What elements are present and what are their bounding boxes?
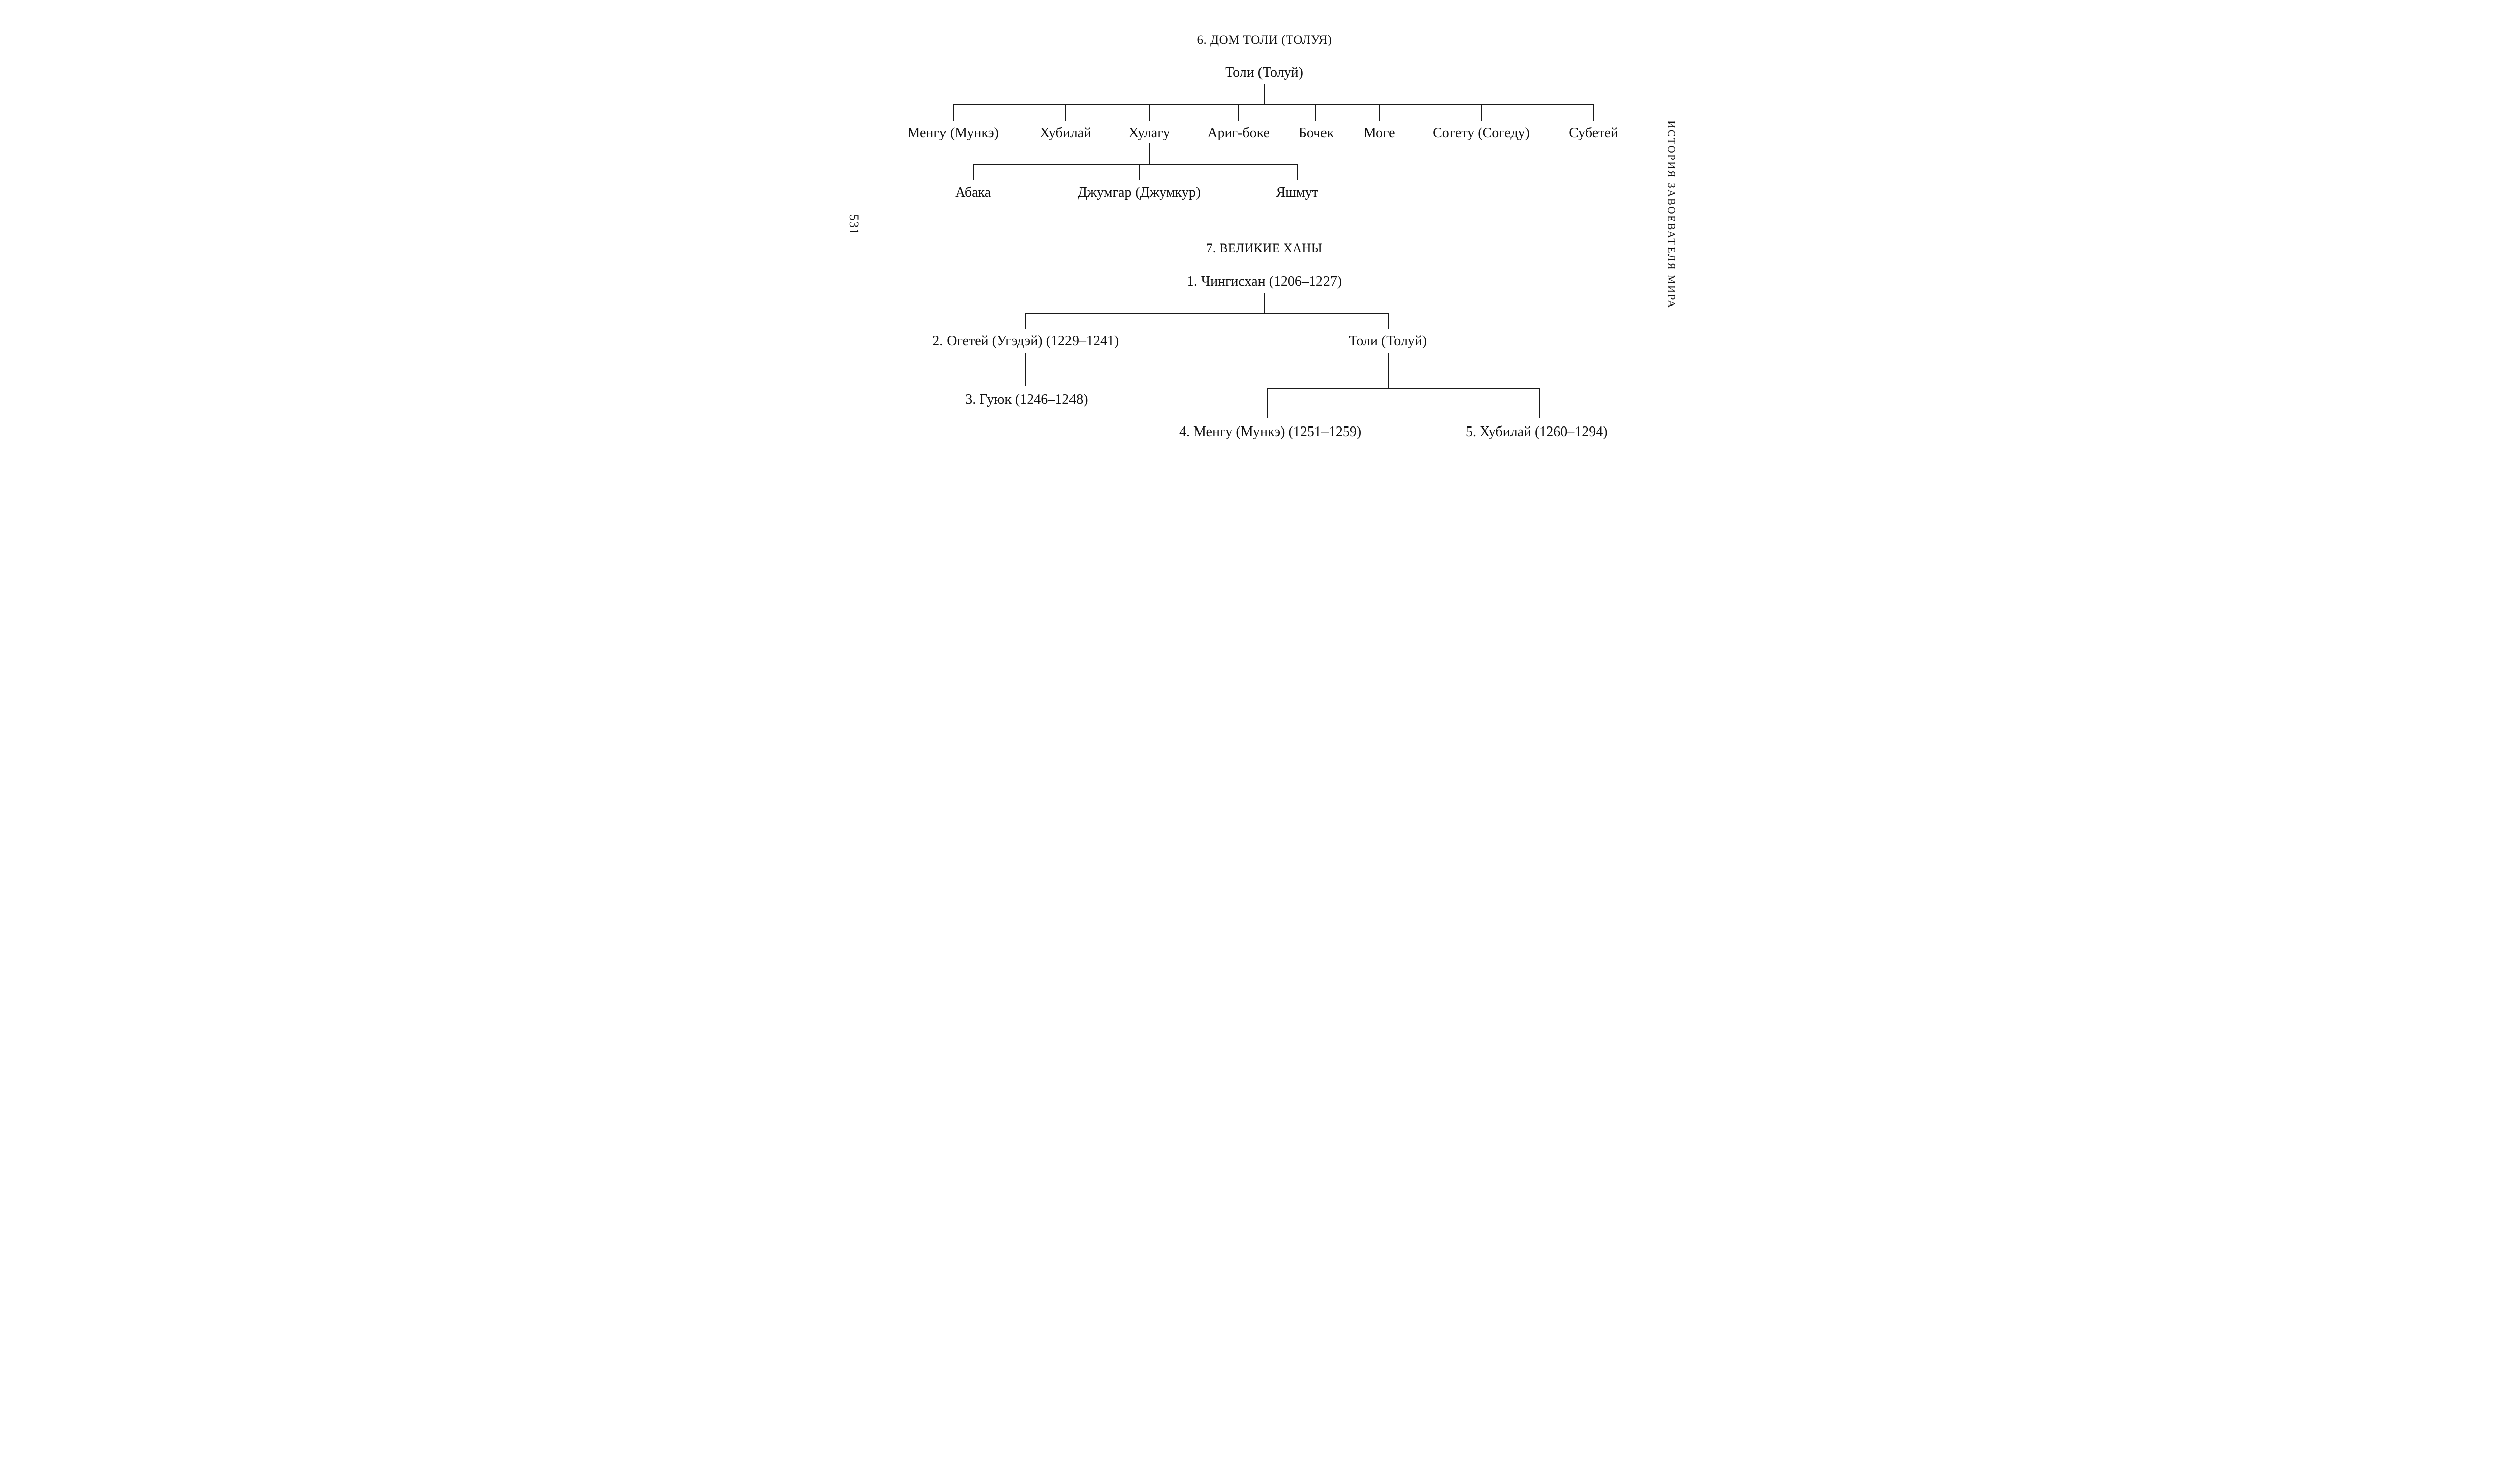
node-chingiskhan: 1. Чингисхан (1206–1227) xyxy=(1186,273,1342,289)
page-number: 531 xyxy=(846,214,861,235)
node-mengu-khan: 4. Менгу (Мункэ) (1251–1259) xyxy=(1179,424,1362,440)
connector-vertical xyxy=(1238,104,1239,121)
node-hulagu: Хулагу xyxy=(1128,125,1170,141)
tree6-title: 6. ДОМ ТОЛИ (ТОЛУЯ) xyxy=(1196,33,1332,47)
connector-vertical xyxy=(1138,164,1140,180)
node-bochek: Бочек xyxy=(1298,125,1334,141)
connector-vertical xyxy=(972,164,974,180)
node-subetei: Субетей xyxy=(1569,125,1618,141)
connector-horizontal xyxy=(1026,313,1388,314)
node-sogetu: Согету (Согеду) xyxy=(1433,125,1530,141)
connector-vertical xyxy=(1264,84,1265,105)
book-page: 6. ДОМ ТОЛИ (ТОЛУЯ) Толи (Толуй) Менгу (… xyxy=(828,0,1692,489)
tree7-title: 7. ВЕЛИКИЕ ХАНЫ xyxy=(1206,241,1323,255)
connector-horizontal xyxy=(1268,388,1539,389)
connector-vertical xyxy=(1025,313,1027,330)
node-arig-boke: Ариг-боке xyxy=(1207,125,1270,141)
connector-vertical xyxy=(1315,104,1317,121)
node-yashmut: Яшмут xyxy=(1276,185,1318,201)
node-khubilai-khan: 5. Хубилай (1260–1294) xyxy=(1465,424,1608,440)
connector-vertical xyxy=(1538,388,1540,418)
node-toli2: Толи (Толуй) xyxy=(1349,333,1427,349)
connector-vertical xyxy=(953,104,954,121)
running-title: ИСТОРИЯ ЗАВОЕВАТЕЛЯ МИРА xyxy=(1665,120,1678,310)
connector-vertical xyxy=(1593,104,1594,121)
node-khubilai: Хубилай xyxy=(1040,125,1092,141)
node-guyuk: 3. Гуюк (1246–1248) xyxy=(965,392,1088,408)
connector-vertical xyxy=(1481,104,1482,121)
node-mengu: Менгу (Мункэ) xyxy=(907,125,999,141)
connector-vertical xyxy=(1264,293,1265,313)
connector-vertical xyxy=(1387,352,1389,388)
connector-vertical xyxy=(1378,104,1380,121)
connector-vertical xyxy=(1267,388,1269,418)
connector-vertical xyxy=(1387,313,1389,330)
connector-horizontal xyxy=(973,164,1297,165)
connector-horizontal xyxy=(953,104,1594,106)
connector-vertical xyxy=(1149,142,1150,164)
node-toli-root: Толи (Толуй) xyxy=(1225,64,1303,80)
node-ogetei: 2. Огетей (Угэдэй) (1229–1241) xyxy=(932,333,1119,349)
connector-vertical xyxy=(1065,104,1066,121)
connector-vertical xyxy=(1025,352,1027,386)
node-moge: Моге xyxy=(1363,125,1395,141)
connector-vertical xyxy=(1296,164,1298,180)
node-dzhumgar: Джумгар (Джумкур) xyxy=(1077,185,1201,201)
node-abaka: Абака xyxy=(955,185,991,201)
connector-vertical xyxy=(1149,104,1150,121)
